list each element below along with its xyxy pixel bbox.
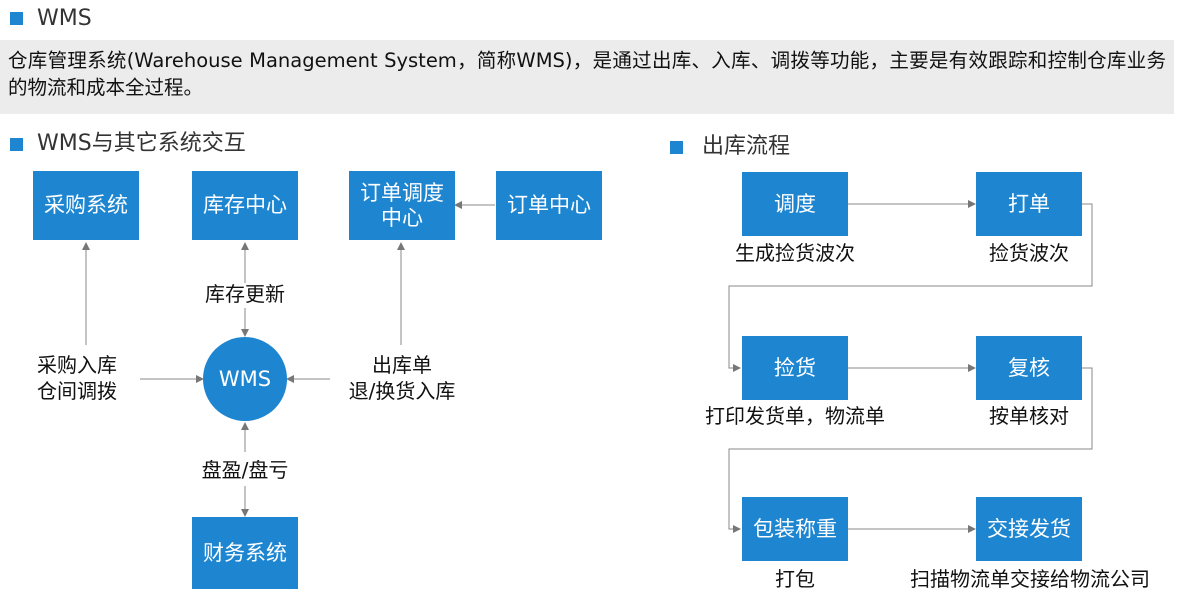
left-section-title: WMS与其它系统交互 xyxy=(37,131,246,156)
step-ship-box: 交接发货 xyxy=(976,497,1082,561)
step-dispatch-box: 调度 xyxy=(742,172,848,236)
finance-system-box: 财务系统 xyxy=(192,517,298,589)
step-print-caption: 捡货波次 xyxy=(989,241,1069,265)
step-review-caption: 按单核对 xyxy=(989,404,1069,428)
right-section-title: 出库流程 xyxy=(702,134,791,159)
inventory-center-box: 库存中心 xyxy=(192,171,298,240)
wms-center-node: WMS xyxy=(203,337,287,421)
step-pack-box: 包装称重 xyxy=(742,497,848,561)
order-center-box: 订单中心 xyxy=(496,171,602,240)
step-ship-caption: 扫描物流单交接给物流公司 xyxy=(910,567,1150,591)
return-in-label: 退/换货入库 xyxy=(348,379,456,403)
section-bullet-icon xyxy=(10,138,23,151)
section-bullet-icon xyxy=(670,141,683,154)
purchase-transfer-label: 采购入库 仓间调拨 xyxy=(37,352,117,404)
dispatch-center-box: 订单调度中心 xyxy=(349,171,455,240)
flow-4-5 xyxy=(728,367,1093,533)
step-pack-caption: 打包 xyxy=(775,567,815,591)
purchase-system-box: 采购系统 xyxy=(33,171,139,240)
page-title: WMS xyxy=(37,6,92,31)
step-pick-box: 捡货 xyxy=(742,336,848,400)
purchase-in-label: 采购入库 xyxy=(37,353,117,377)
flow-2-3 xyxy=(728,203,1093,372)
step-print-box: 打单 xyxy=(976,172,1082,236)
description-box: 仓库管理系统(Warehouse Management System，简称WMS… xyxy=(0,40,1174,114)
outbound-label: 出库单 xyxy=(372,353,432,377)
step-dispatch-caption: 生成捡货波次 xyxy=(735,241,855,265)
inventory-update-label: 库存更新 xyxy=(205,282,285,306)
step-review-box: 复核 xyxy=(976,336,1082,400)
step-pick-caption: 打印发货单，物流单 xyxy=(705,404,885,428)
transfer-label: 仓间调拨 xyxy=(37,379,117,403)
outbound-return-label: 出库单 退/换货入库 xyxy=(332,352,472,404)
heading-bullet-icon xyxy=(10,12,23,25)
stocktake-label: 盘盈/盘亏 xyxy=(201,458,289,482)
